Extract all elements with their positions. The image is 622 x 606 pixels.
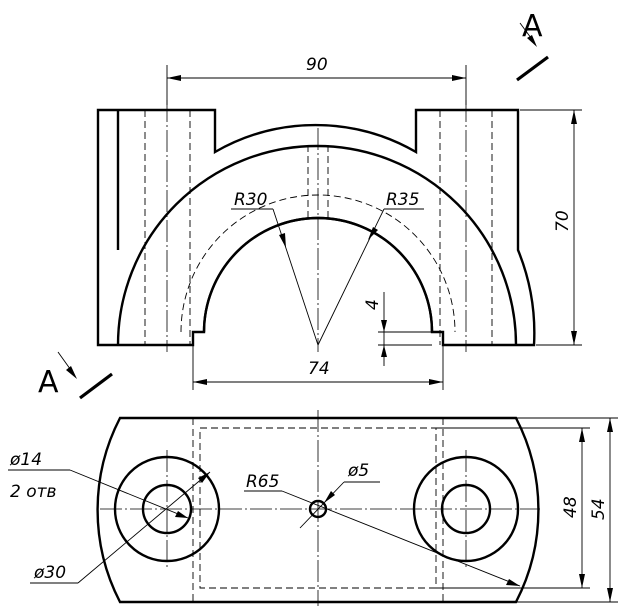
front-view: 90 70 R30 R35 4 74 <box>96 55 582 390</box>
dim-74: 74 <box>308 359 330 379</box>
top-view: ø14 2 отв ø30 R65 ø5 48 54 <box>8 410 618 606</box>
dim-d5: ø5 <box>347 461 369 481</box>
dim-r30: R30 <box>234 190 267 210</box>
dim-r65: R65 <box>246 472 279 492</box>
section-letter-top: A <box>522 9 543 44</box>
dim-54: 54 <box>589 498 609 520</box>
section-letter-left: A <box>38 365 59 400</box>
dim-d14: ø14 <box>9 450 42 470</box>
dim-90: 90 <box>306 55 328 75</box>
section-marker-left: A <box>38 351 113 400</box>
section-marker-top: A <box>516 9 549 82</box>
dim-4: 4 <box>363 299 383 310</box>
dim-d30: ø30 <box>33 563 66 583</box>
front-outer-arc <box>116 144 518 346</box>
dim-48: 48 <box>561 496 581 518</box>
dim-70: 70 <box>553 210 573 232</box>
dim-r35: R35 <box>386 190 419 210</box>
hole-count-label: 2 отв <box>10 482 57 502</box>
